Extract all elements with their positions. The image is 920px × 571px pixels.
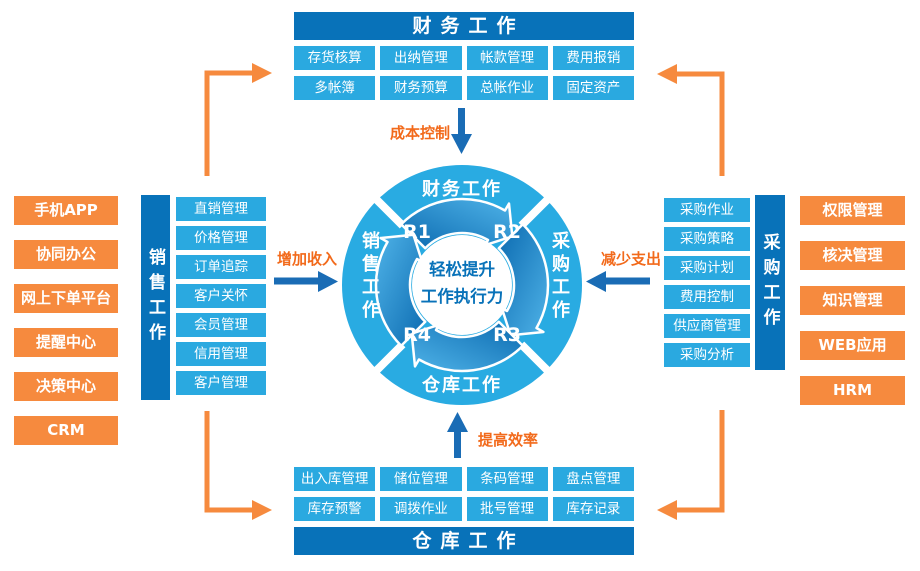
module-box: HRM xyxy=(800,376,905,405)
cycle-center-line2: 工作执行力 xyxy=(420,287,504,306)
module-box: CRM xyxy=(14,416,118,445)
cycle-r4-label: R4 xyxy=(403,324,431,346)
connector-bottom-left xyxy=(204,411,252,513)
module-box: 提醒中心 xyxy=(14,328,118,357)
connector-top-right xyxy=(677,71,725,176)
finance-item: 帐款管理 xyxy=(466,46,548,70)
module-box: 网上下单平台 xyxy=(14,284,118,313)
warehouse-item: 库存预警 xyxy=(294,497,376,521)
cycle-label-finance: 财务工作 xyxy=(422,179,502,200)
cycle-label-sales: 销售工作 xyxy=(359,231,380,323)
purchase-item: 费用控制 xyxy=(664,285,750,309)
cycle-graphic xyxy=(342,165,582,405)
module-box: 决策中心 xyxy=(14,372,118,401)
cycle-center-line1: 轻松提升 xyxy=(429,260,495,279)
finance-item: 出纳管理 xyxy=(380,46,462,70)
cycle-label-purchase: 采购工作 xyxy=(549,231,570,323)
flow-label-improve-efficiency: 提高效率 xyxy=(477,431,538,449)
arrow-right-icon xyxy=(274,271,338,292)
flow-label-reduce-expense: 减少支出 xyxy=(600,250,661,268)
connector-top-left xyxy=(204,70,252,176)
module-box: 协同办公 xyxy=(14,240,118,269)
ring-dividers xyxy=(371,194,553,376)
finance-item: 存货核算 xyxy=(294,46,376,70)
sales-item: 会员管理 xyxy=(176,313,266,337)
finance-item: 固定资产 xyxy=(552,76,634,100)
purchase-item: 供应商管理 xyxy=(664,314,750,338)
flow-label-cost-control: 成本控制 xyxy=(389,124,450,142)
module-box: 知识管理 xyxy=(800,286,905,315)
warehouse-item: 库存记录 xyxy=(552,497,634,521)
connector-bottom-right-arrow-icon xyxy=(657,500,677,520)
sales-item: 价格管理 xyxy=(176,226,266,250)
connector-top-right-arrow-icon xyxy=(657,64,677,84)
cycle-center-text: 轻松提升 工作执行力 xyxy=(340,256,584,310)
cycle-arrow-icon xyxy=(399,197,514,250)
finance-item: 费用报销 xyxy=(552,46,634,70)
purchase-bar: 采购工作 xyxy=(755,195,785,370)
purchase-item: 采购计划 xyxy=(664,256,750,280)
warehouse-item: 条码管理 xyxy=(466,467,548,491)
warehouse-item: 盘点管理 xyxy=(552,467,634,491)
purchase-items: 采购作业 采购策略 采购计划 费用控制 供应商管理 采购分析 xyxy=(664,198,750,367)
warehouse-title: 仓库工作 xyxy=(294,527,634,555)
finance-item: 财务预算 xyxy=(380,76,462,100)
sales-item: 客户关怀 xyxy=(176,284,266,308)
cycle-r3-label: R3 xyxy=(493,324,521,346)
arrow-up-icon xyxy=(447,412,468,458)
warehouse-item: 出入库管理 xyxy=(294,467,376,491)
warehouse-item: 调拨作业 xyxy=(380,497,462,521)
module-box: WEB应用 xyxy=(800,331,905,360)
purchase-bar-label: 采购工作 xyxy=(759,232,780,333)
sales-item: 订单追踪 xyxy=(176,255,266,279)
connector-bottom-right xyxy=(677,410,725,513)
cycle-r2-label: R2 xyxy=(493,221,521,243)
sales-item: 信用管理 xyxy=(176,342,266,366)
module-box: 核决管理 xyxy=(800,241,905,270)
finance-title: 财务工作 xyxy=(294,12,634,40)
arrow-down-icon xyxy=(451,108,472,154)
sales-bar: 销售工作 xyxy=(141,195,170,400)
sales-bar-label: 销售工作 xyxy=(145,247,165,348)
connector-top-left-arrow-icon xyxy=(252,63,272,83)
cycle-label-warehouse: 仓库工作 xyxy=(422,375,502,396)
warehouse-items: 出入库管理 储位管理 条码管理 盘点管理 库存预警 调拨作业 批号管理 库存记录 xyxy=(294,467,634,521)
warehouse-item: 储位管理 xyxy=(380,467,462,491)
module-box: 权限管理 xyxy=(800,196,905,225)
finance-item: 总帐作业 xyxy=(466,76,548,100)
warehouse-item: 批号管理 xyxy=(466,497,548,521)
right-modules: 权限管理 核决管理 知识管理 WEB应用 HRM xyxy=(800,196,905,405)
purchase-item: 采购分析 xyxy=(664,343,750,367)
finance-items: 存货核算 出纳管理 帐款管理 费用报销 多帐簿 财务预算 总帐作业 固定资产 xyxy=(294,46,634,100)
cycle-center-disc xyxy=(412,235,512,335)
purchase-item: 采购策略 xyxy=(664,227,750,251)
sales-item: 客户管理 xyxy=(176,371,266,395)
flow-label-increase-revenue: 增加收入 xyxy=(276,250,337,268)
cycle-r1-label: R1 xyxy=(403,221,431,243)
finance-item: 多帐簿 xyxy=(294,76,376,100)
connector-bottom-left-arrow-icon xyxy=(252,500,272,520)
cycle-diagram: 财务工作 仓库工作 销售工作 采购工作 R1 R2 R3 R4 轻松提升 工作执… xyxy=(340,163,584,407)
sales-item: 直销管理 xyxy=(176,197,266,221)
sales-items: 直销管理 价格管理 订单追踪 客户关怀 会员管理 信用管理 客户管理 xyxy=(176,197,266,395)
left-modules: 手机APP 协同办公 网上下单平台 提醒中心 决策中心 CRM xyxy=(14,196,118,445)
purchase-item: 采购作业 xyxy=(664,198,750,222)
arrow-left-icon xyxy=(586,271,650,292)
module-box: 手机APP xyxy=(14,196,118,225)
